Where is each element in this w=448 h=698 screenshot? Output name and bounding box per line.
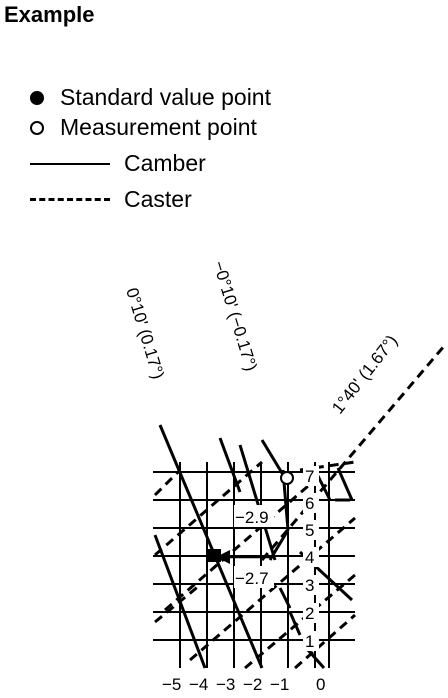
legend-camber-label: Camber: [124, 150, 206, 176]
value-label-minus-2-9: −2.9: [235, 508, 269, 527]
y-tick-6: 6: [305, 494, 314, 513]
y-tick-5: 5: [305, 521, 314, 540]
solid-line-icon: [30, 162, 110, 165]
value-box-bg: [234, 566, 274, 588]
legend-caster-label: Caster: [124, 186, 192, 212]
value-label-minus-2-7: −2.7: [235, 569, 269, 588]
x-tick-minus-2: −2: [243, 675, 262, 694]
dashed-line-icon: [30, 198, 110, 201]
x-axis-ticks: −5 −4 −3 −2 −1 0: [162, 675, 325, 694]
angle-label-plus-0-10: 0°10' (0.17°): [122, 286, 168, 382]
standard-value-point: [208, 549, 221, 562]
legend-standard-value: Standard value point: [30, 84, 271, 111]
open-dot-icon: [30, 120, 44, 135]
filled-dot-icon: [30, 90, 44, 105]
x-tick-minus-1: −1: [270, 675, 289, 694]
example-title: Example: [4, 2, 95, 27]
y-tick-7: 7: [305, 467, 314, 486]
value-box-bg: [234, 505, 274, 527]
y-tick-4: 4: [305, 548, 314, 567]
angle-label-minus-0-10: −0°10' (−0.17°): [209, 259, 261, 374]
y-axis-ticks: 7 6 5 4 3 2 1: [303, 466, 319, 651]
angle-label-1-40: 1°40' (1.67°): [328, 331, 401, 417]
y-tick-3: 3: [305, 576, 314, 595]
legend-standard-value-label: Standard value point: [60, 84, 271, 110]
caster-lines: [153, 344, 447, 670]
x-tick-0: 0: [316, 675, 325, 694]
legend-caster: Caster: [30, 186, 192, 213]
camber-lines: [153, 424, 354, 669]
x-tick-minus-3: −3: [216, 675, 235, 694]
x-tick-minus-4: −4: [189, 675, 208, 694]
measurement-point: [280, 471, 294, 485]
arrow-to-standard-point: [216, 550, 270, 564]
y-tick-1: 1: [305, 632, 314, 651]
y-tick-2: 2: [305, 604, 314, 623]
x-tick-minus-5: −5: [162, 675, 181, 694]
legend-camber: Camber: [30, 150, 206, 177]
legend-measurement-label: Measurement point: [60, 114, 257, 140]
legend-measurement: Measurement point: [30, 114, 257, 141]
